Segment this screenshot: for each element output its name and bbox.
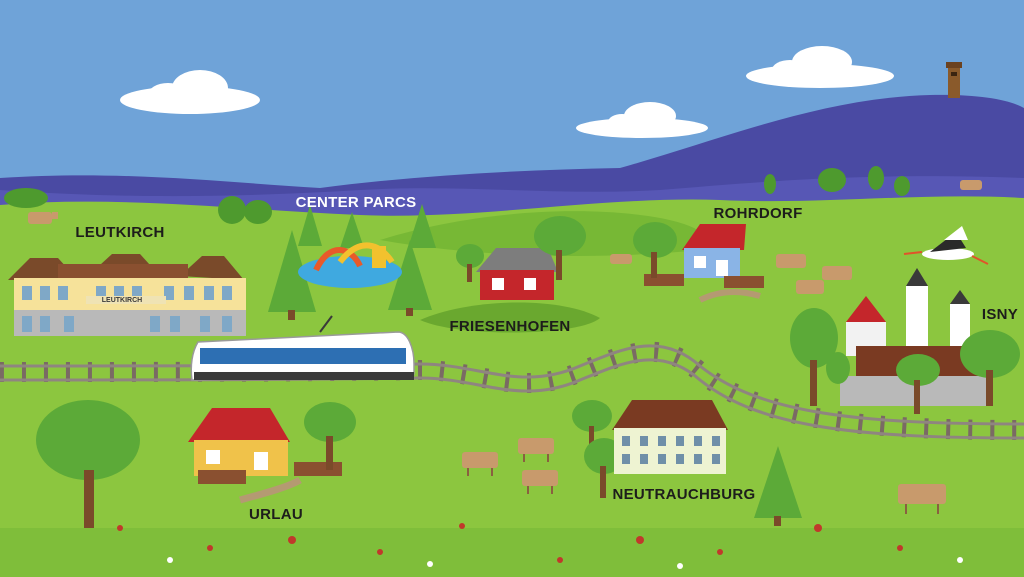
- neutrauchburg-building: [612, 400, 728, 474]
- station-sign: LEUTKIRCH: [101, 297, 143, 304]
- cloud: [746, 46, 894, 88]
- place-label-urlau: URLAU: [249, 506, 303, 523]
- tree-icon: [456, 216, 586, 282]
- place-label-center-parcs: CENTER PARCS: [295, 194, 417, 211]
- rohrdorf-house: [644, 224, 764, 303]
- flower-meadow: [0, 528, 1024, 577]
- meadow-hill: [420, 302, 600, 333]
- flower-icon: [167, 557, 963, 569]
- tree-icon: [4, 166, 910, 224]
- lookout-tower-icon: [946, 62, 962, 98]
- leutkirch-station-building: [8, 254, 246, 336]
- place-label-neutrauchburg: NEUTRAUCHBURG: [612, 486, 756, 503]
- tree-icon: [633, 222, 677, 278]
- friesenhofen-house: [476, 248, 558, 300]
- fir-tree-icon: [388, 240, 432, 316]
- fir-tree-icon: [754, 446, 802, 526]
- place-label-isny: ISNY: [981, 306, 1019, 323]
- fir-tree-icon: [268, 230, 316, 320]
- place-label-leutkirch: LEUTKIRCH: [75, 224, 165, 241]
- tree-icon: [790, 308, 1020, 414]
- flower-icon: [117, 523, 903, 563]
- cow-icon: [28, 180, 982, 504]
- fir-tree-icon: [298, 204, 436, 248]
- place-label-rohrdorf: ROHRDORF: [713, 205, 803, 222]
- place-label-friesenhofen: FRIESENHOFEN: [449, 318, 571, 335]
- cloud: [120, 70, 260, 114]
- tram-icon: [190, 315, 415, 381]
- cloud: [576, 102, 708, 138]
- stork-icon: [903, 226, 989, 265]
- cow-legs: [467, 454, 939, 514]
- waterpark-icon: [298, 242, 402, 288]
